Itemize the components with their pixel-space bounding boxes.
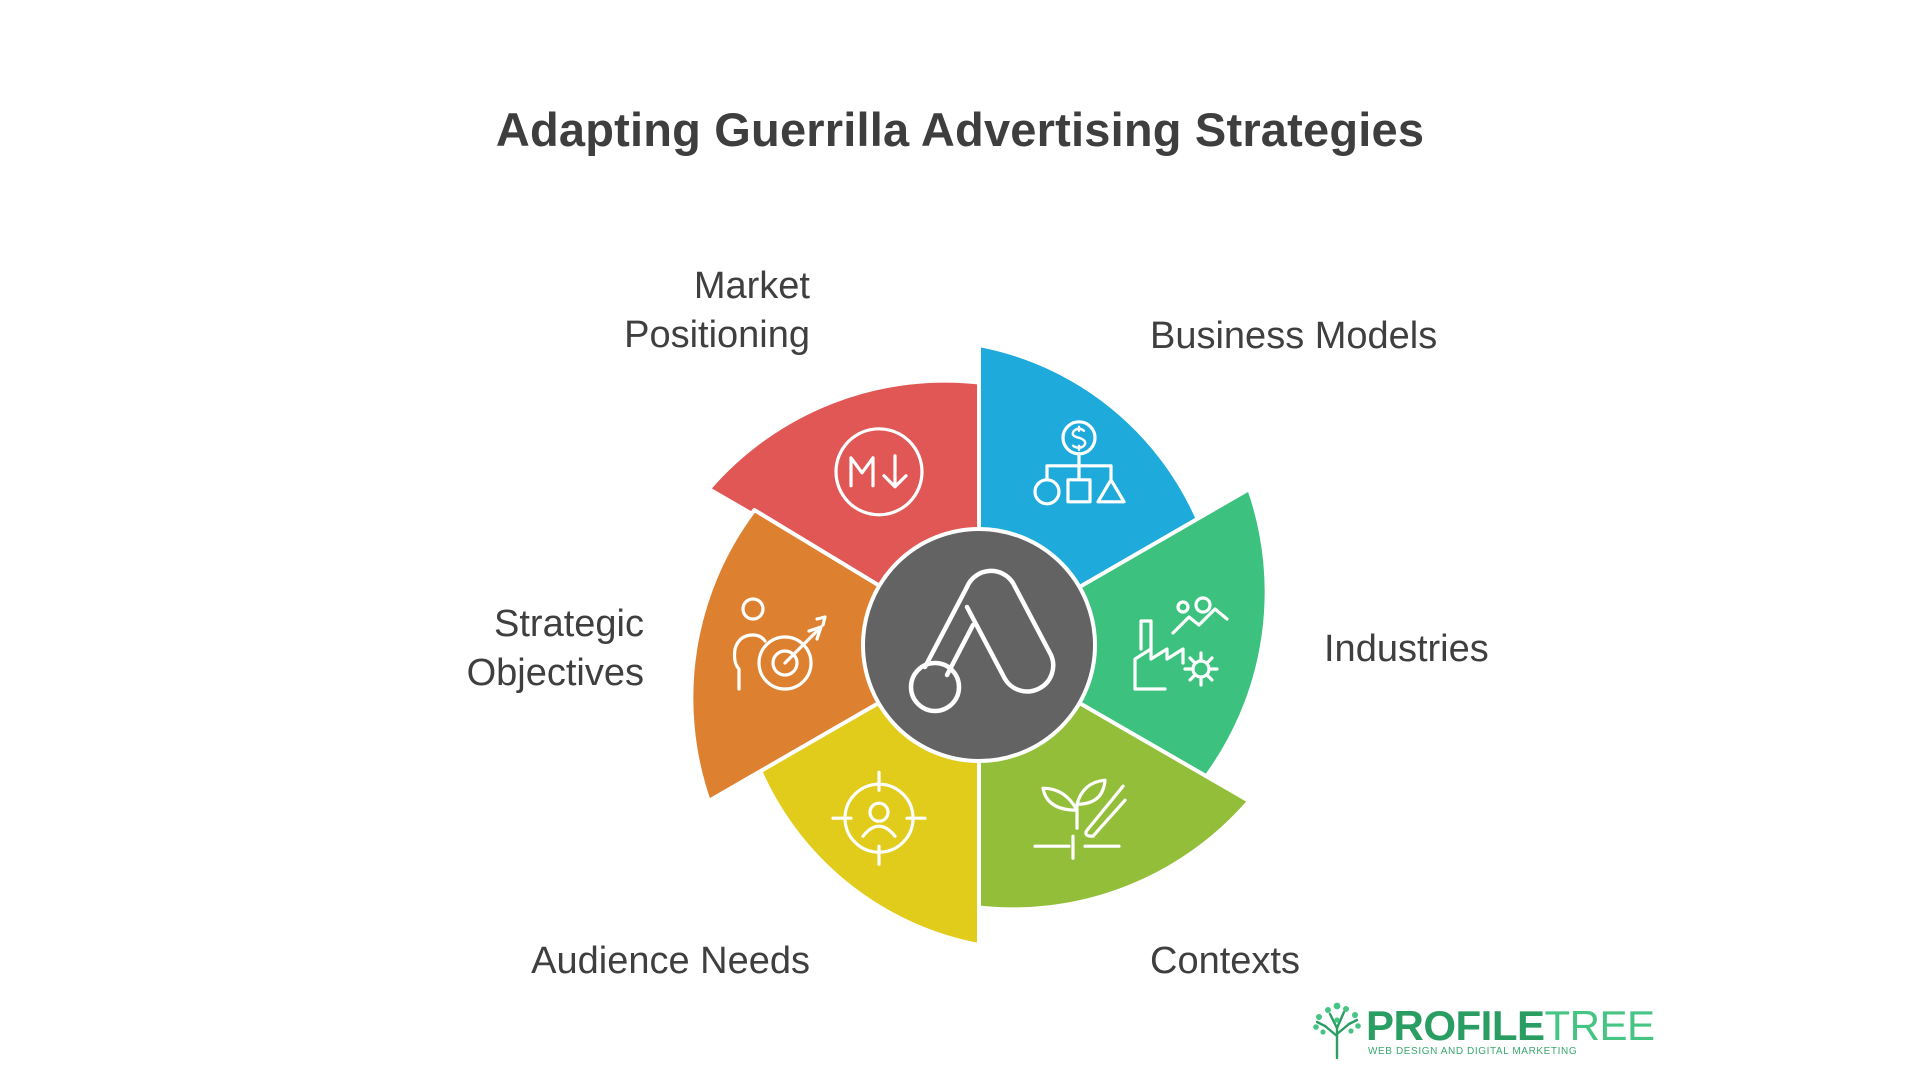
dollar-org-chart-icon	[1033, 420, 1126, 506]
label-strategic-objectives: Strategic Objectives	[400, 600, 644, 698]
center-hub	[861, 527, 1097, 763]
profiletree-logo: PROFILETREE WEB DESIGN AND DIGITAL MARKE…	[1312, 1000, 1655, 1060]
label-contexts: Contexts	[1150, 937, 1300, 986]
label-line: Objectives	[466, 652, 644, 694]
label-industries: Industries	[1324, 625, 1489, 674]
tree-logo-icon	[1313, 1002, 1361, 1060]
page-title: Adapting Guerrilla Advertising Strategie…	[495, 103, 1425, 156]
plant-growth-icon	[1033, 778, 1127, 860]
person-target-icon	[732, 597, 827, 691]
label-line: Business Models	[1150, 315, 1438, 357]
label-business-models: Business Models	[1150, 312, 1437, 361]
logo-wordmark: PROFILETREE	[1366, 1002, 1655, 1050]
user-target-icon	[831, 770, 927, 866]
segment-strategic-objectives	[689, 508, 947, 803]
markdown-circle-icon	[834, 427, 924, 517]
label-audience-needs: Audience Needs	[460, 937, 810, 986]
logo-name-bold: PROFILE	[1366, 1002, 1545, 1049]
logo-name-light: TREE	[1544, 1002, 1656, 1049]
logo-tagline: WEB DESIGN AND DIGITAL MARKETING	[1368, 1046, 1578, 1057]
label-line: Market	[693, 265, 810, 307]
factory-gear-icon	[1133, 596, 1229, 691]
label-market-positioning: Market Positioning	[560, 262, 810, 360]
label-line: Strategic	[494, 603, 644, 645]
label-line: Industries	[1324, 628, 1489, 670]
label-line: Audience Needs	[531, 940, 810, 982]
label-line: Positioning	[624, 314, 810, 356]
label-line: Contexts	[1150, 940, 1300, 982]
google-ads-logo-icon	[908, 568, 1056, 714]
